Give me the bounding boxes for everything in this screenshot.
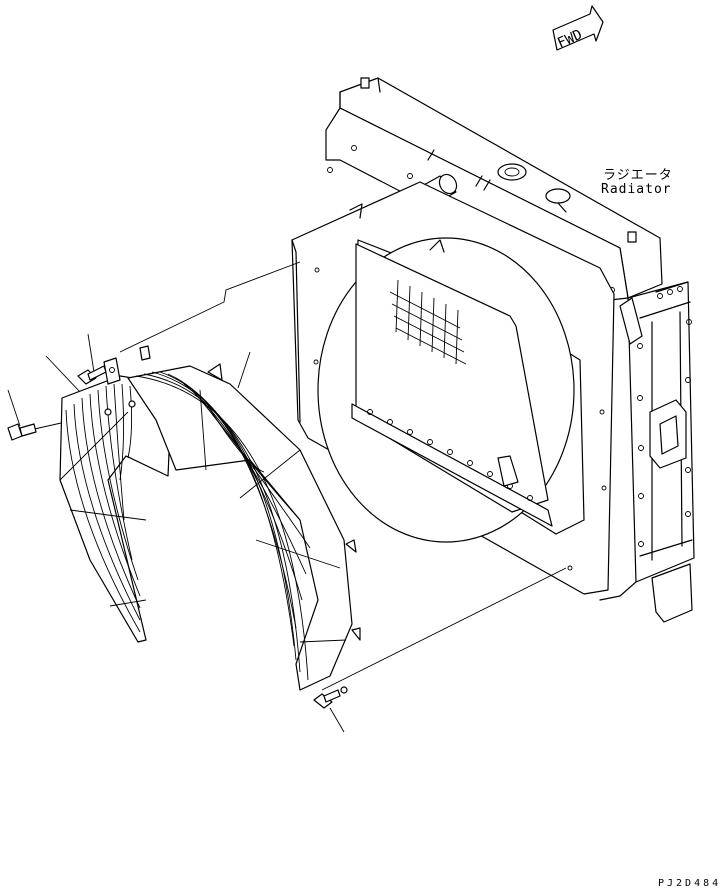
fan-shroud xyxy=(291,181,615,595)
washer-left-icon xyxy=(104,400,136,416)
clip-top-icon xyxy=(103,357,121,385)
bolt-top-icon xyxy=(77,365,107,385)
fwd-arrow-icon: FWD xyxy=(552,5,604,52)
fan-guard-right xyxy=(127,345,361,691)
radiator-label-japanese: ラジエータ xyxy=(603,168,673,183)
radiator-body xyxy=(325,77,695,623)
drawing-code: PJ2D484 xyxy=(658,878,722,889)
bolt-left-icon xyxy=(7,423,37,441)
bolt-bottom-icon xyxy=(313,686,348,709)
assembly-lines xyxy=(7,261,567,733)
radiator-label-english: Radiator xyxy=(601,182,672,197)
